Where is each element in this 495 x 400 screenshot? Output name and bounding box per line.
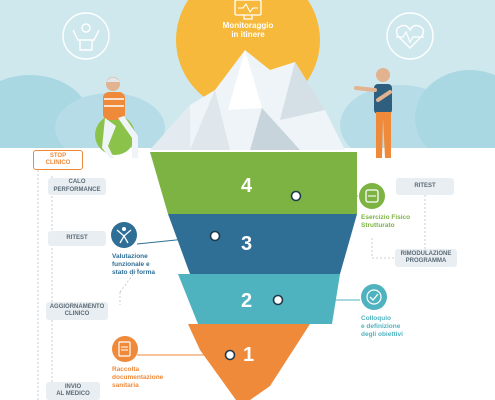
raccolta-caption: Raccolta documentazione sanitaria xyxy=(112,366,164,390)
level-3-number: 3 xyxy=(241,233,253,255)
document-icon xyxy=(112,336,138,362)
calo-performance-box: CALO PERFORMANCE xyxy=(48,178,106,195)
strength-person-icon xyxy=(62,12,110,60)
colloquio-caption: Colloquio e definizione degli obiettivi xyxy=(361,315,403,339)
ritest-right-box: RITEST xyxy=(396,178,454,195)
level-2-band xyxy=(178,274,340,324)
fitness-watch-icon xyxy=(359,183,385,209)
stop-clinico-label: STOP CLINICO xyxy=(45,152,71,166)
level-2-number: 2 xyxy=(241,290,253,312)
iceberg-tip xyxy=(150,50,345,150)
level-1-leader xyxy=(137,349,236,361)
level-3-band xyxy=(168,214,357,274)
invio-medico-box: INVIO AL MEDICO xyxy=(46,382,100,400)
stretch-person-icon xyxy=(111,222,137,248)
level-4-leader xyxy=(290,190,358,202)
stop-clinico-box: STOP CLINICO xyxy=(33,150,83,170)
rimodulazione-programma-box: RIMODULAZIONE PROGRAMMA xyxy=(395,249,457,267)
valutazione-caption: Valutazione funzionale e stato di forma xyxy=(112,253,155,277)
monitor-pulse-icon xyxy=(234,0,262,20)
iceberg-layers xyxy=(150,152,357,400)
monitoring-label: Monitoraggio in itinere xyxy=(222,21,274,39)
standing-person-illustration xyxy=(354,68,392,158)
target-icon xyxy=(361,284,387,310)
level-1-number: 1 xyxy=(243,344,255,366)
level-2-leader xyxy=(272,294,360,306)
seated-person-illustration xyxy=(95,77,138,158)
heart-pulse-icon xyxy=(386,12,434,60)
esercizio-caption: Esercizio Fisico Strutturato xyxy=(361,214,411,230)
ritest-left-box: RITEST xyxy=(48,231,106,246)
aggiornamento-clinico-box: AGGIORNAMENTO CLINICO xyxy=(46,302,108,320)
level-4-number: 4 xyxy=(241,175,253,197)
level-1-band xyxy=(188,324,310,400)
level-3-leader xyxy=(136,230,221,245)
level-4-band xyxy=(150,152,357,214)
connector-lines xyxy=(37,170,426,400)
